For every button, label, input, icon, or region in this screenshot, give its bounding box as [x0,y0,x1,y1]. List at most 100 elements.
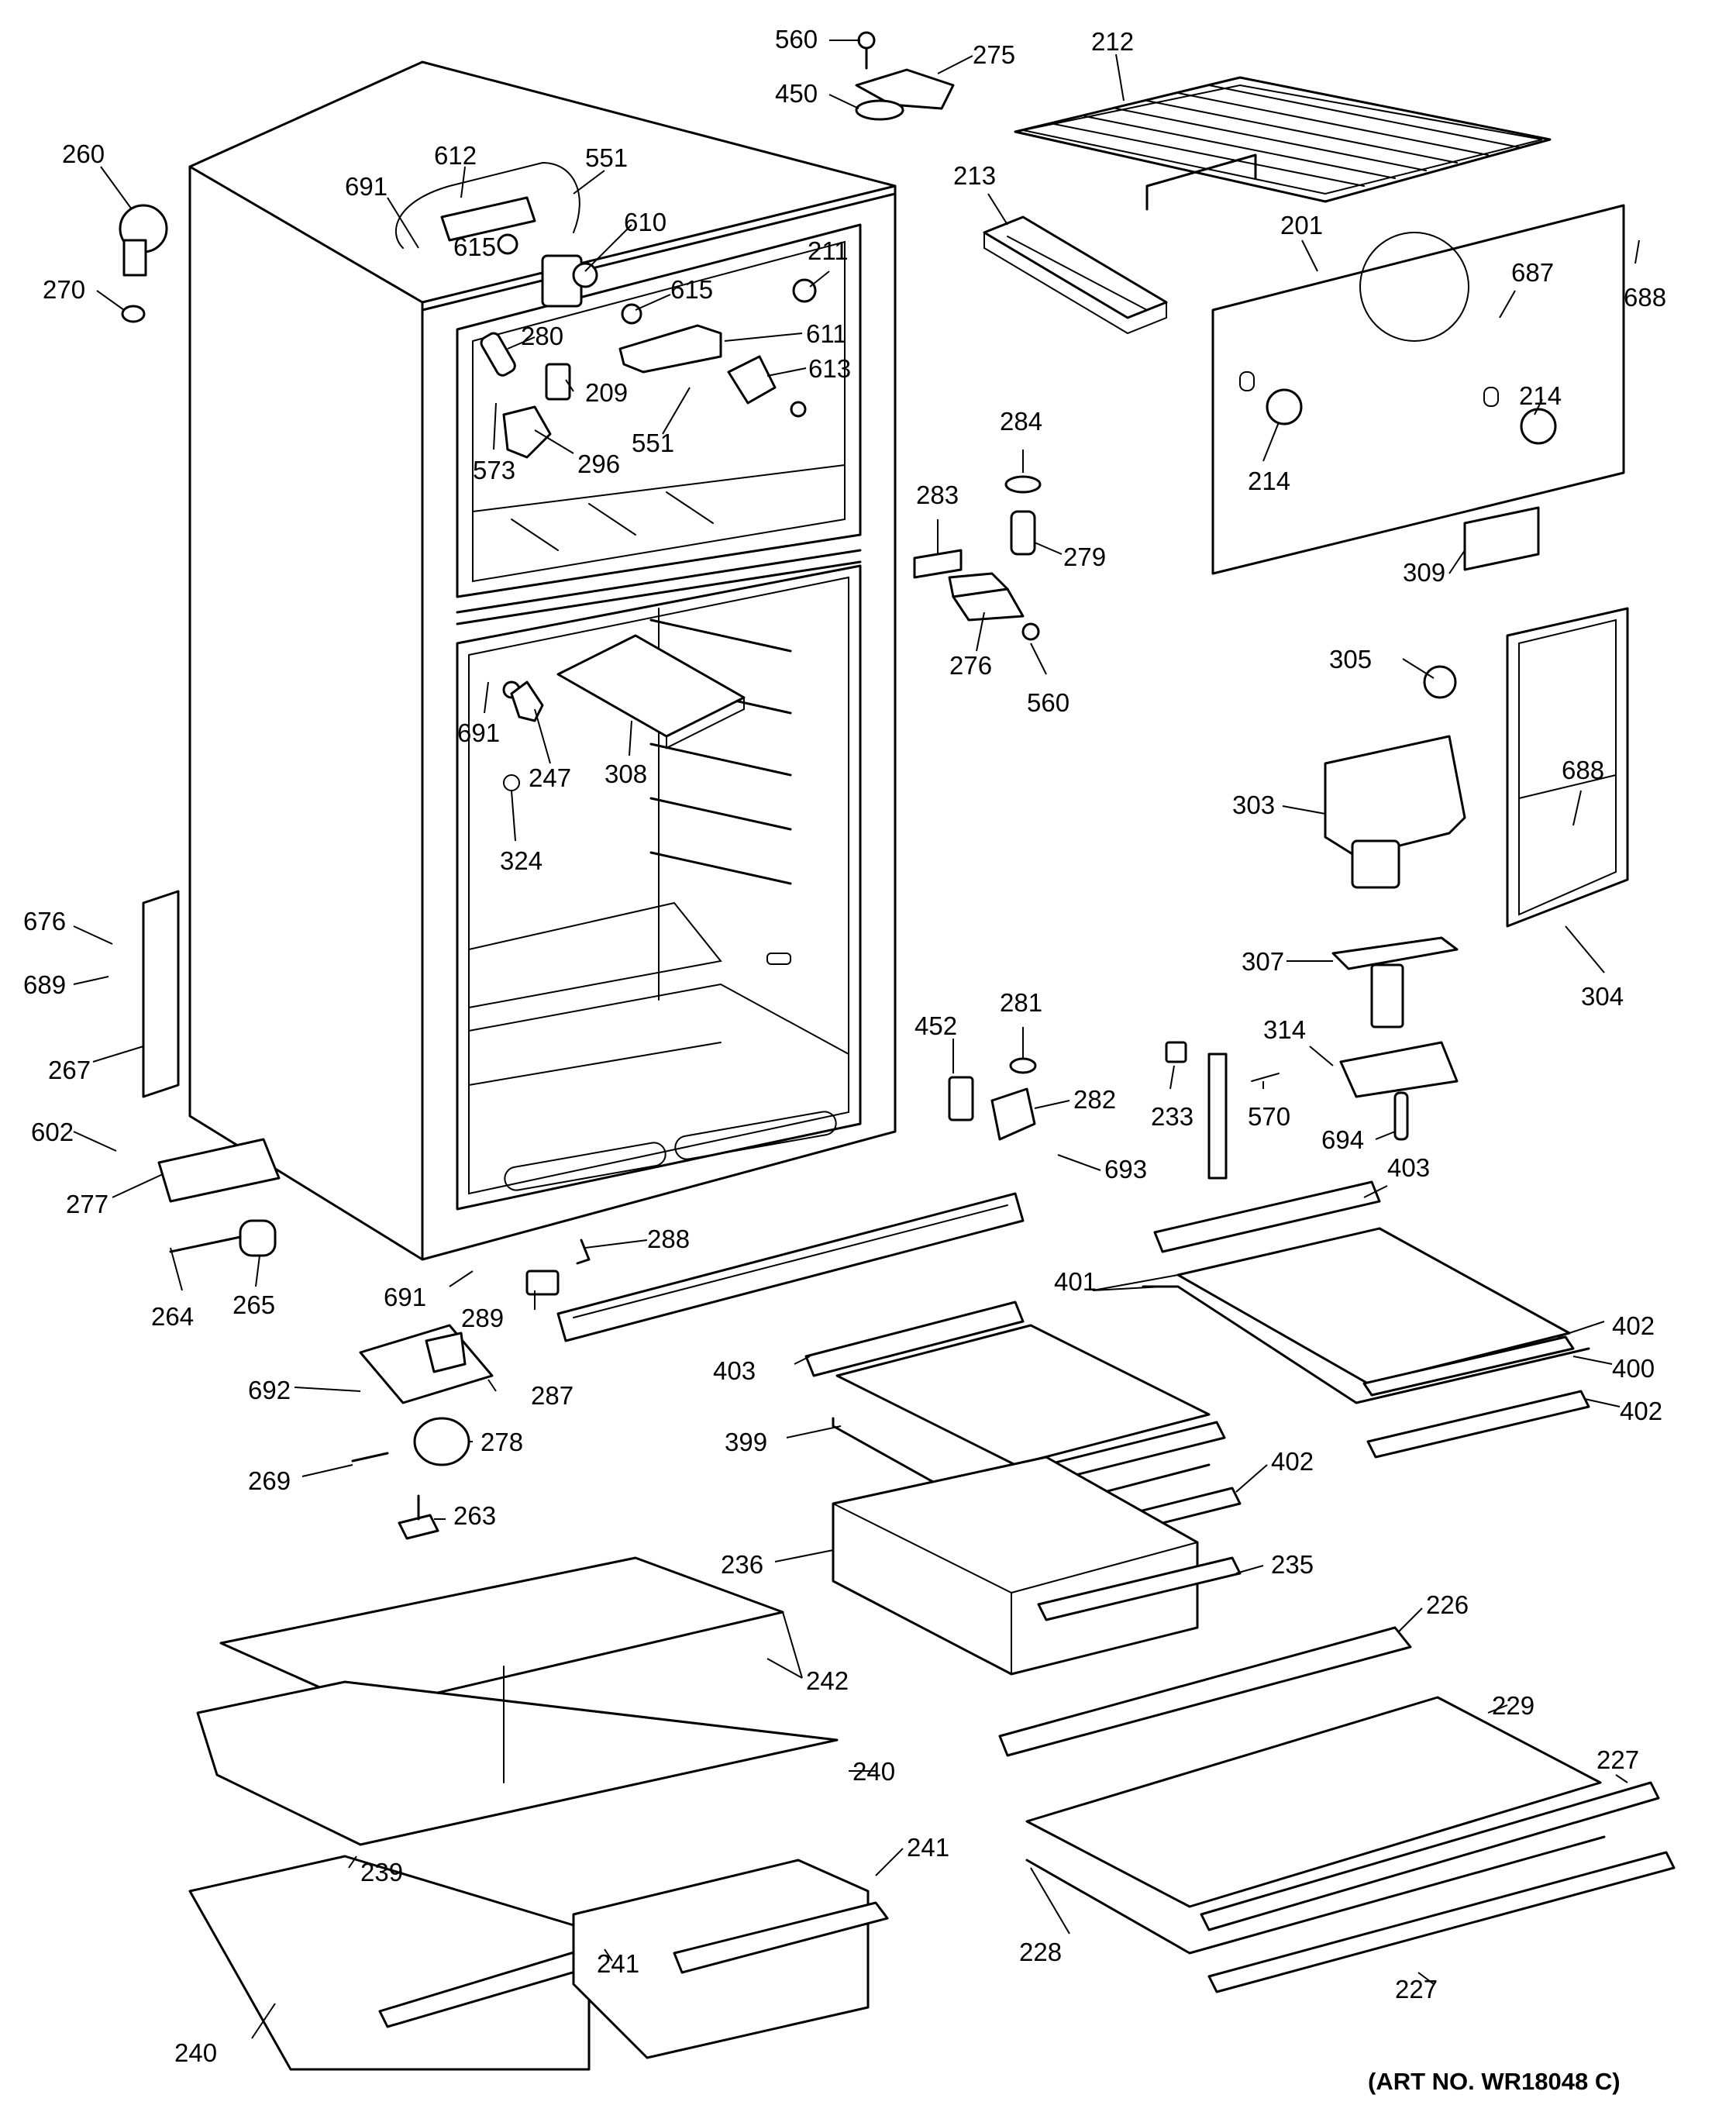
label-691: 691 [345,172,388,201]
label-324: 324 [500,846,542,875]
label-304: 304 [1581,982,1624,1011]
label-688: 688 [1624,283,1666,312]
label-314: 314 [1263,1015,1306,1044]
label-214: 214 [1519,381,1562,410]
label-211: 211 [808,236,849,265]
center-hinge-parts [913,475,1042,641]
shelf-400 [1142,1227,1590,1459]
label-551: 551 [585,143,628,172]
label-269: 269 [248,1466,291,1495]
shelf-front-strips [804,1180,1381,1377]
label-691: 691 [457,718,500,747]
label-212: 212 [1091,27,1134,56]
label-279: 279 [1063,543,1106,571]
label-305: 305 [1329,645,1372,674]
refrigerator-cabinet [188,60,897,1261]
label-247: 247 [529,763,571,792]
label-227: 227 [1596,1745,1639,1774]
label-688: 688 [1562,756,1604,784]
label-402: 402 [1620,1397,1662,1425]
crisper-cover-parts [998,1626,1676,1993]
label-276: 276 [949,651,992,680]
label-615: 615 [670,275,713,304]
label-228: 228 [1019,1938,1062,1966]
label-241: 241 [907,1833,949,1862]
label-402: 402 [1612,1311,1655,1340]
label-283: 283 [916,481,959,509]
label-309: 309 [1403,558,1445,587]
label-288: 288 [647,1225,690,1253]
label-401: 401 [1054,1267,1097,1296]
mid-hardware-parts [948,1041,1280,1180]
label-296: 296 [577,450,620,478]
evaporator-cover-201 [1211,204,1625,575]
label-307: 307 [1242,947,1284,976]
label-240: 240 [852,1757,895,1786]
label-209: 209 [585,378,628,407]
label-265: 265 [232,1290,275,1319]
ice-tray-213 [983,215,1168,335]
leader-lines [73,40,1640,2039]
label-213: 213 [953,161,996,190]
label-263: 263 [453,1501,496,1530]
label-281: 281 [1000,988,1042,1017]
freezer-wire-shelf-212 [1014,76,1552,211]
air-duct-assembly [1324,607,1629,1141]
label-400: 400 [1612,1354,1655,1383]
label-560: 560 [1027,688,1070,717]
label-612: 612 [434,141,477,170]
pan-cover-242 [196,1556,839,1846]
label-602: 602 [31,1118,74,1146]
label-236: 236 [721,1550,763,1579]
label-450: 450 [775,79,818,108]
label-403: 403 [713,1356,756,1385]
drawer-rail-288 [556,1192,1025,1342]
label-452: 452 [914,1011,957,1040]
label-242: 242 [806,1666,849,1695]
label-676: 676 [23,907,66,935]
label-570: 570 [1248,1102,1290,1131]
label-260: 260 [62,140,105,168]
label-611: 611 [806,319,847,348]
label-287: 287 [531,1381,574,1410]
label-267: 267 [48,1056,91,1084]
label-278: 278 [480,1428,523,1456]
label-240: 240 [174,2038,217,2067]
label-303: 303 [1232,791,1275,819]
part-labels: 560 275 450 212 260 612 551 691 610 615 … [23,25,1666,2067]
label-610: 610 [624,208,666,236]
label-235: 235 [1271,1550,1314,1579]
label-694: 694 [1321,1125,1364,1154]
label-399: 399 [725,1428,767,1456]
label-551: 551 [632,429,674,457]
label-289: 289 [461,1304,504,1332]
label-233: 233 [1151,1102,1194,1131]
freezer-shelf-308 [556,634,746,749]
label-214: 214 [1248,467,1290,495]
label-573: 573 [473,456,515,484]
label-560: 560 [775,25,818,53]
label-226: 226 [1426,1590,1469,1619]
label-270: 270 [43,275,85,304]
label-280: 280 [521,322,563,350]
label-403: 403 [1387,1153,1430,1182]
label-402: 402 [1271,1447,1314,1476]
label-693: 693 [1104,1155,1147,1183]
label-284: 284 [1000,407,1042,436]
label-692: 692 [248,1376,291,1404]
label-277: 277 [66,1190,108,1218]
label-227: 227 [1395,1975,1438,2003]
pan-240-241 [188,1855,889,2071]
label-689: 689 [23,970,66,999]
label-201: 201 [1280,211,1323,239]
label-687: 687 [1511,258,1554,287]
label-615: 615 [453,233,496,261]
label-275: 275 [973,40,1015,69]
label-229: 229 [1492,1691,1534,1720]
hinge-275 [855,31,955,121]
label-613: 613 [808,354,851,383]
crisper-235-236 [832,1456,1242,1676]
label-308: 308 [604,760,647,788]
